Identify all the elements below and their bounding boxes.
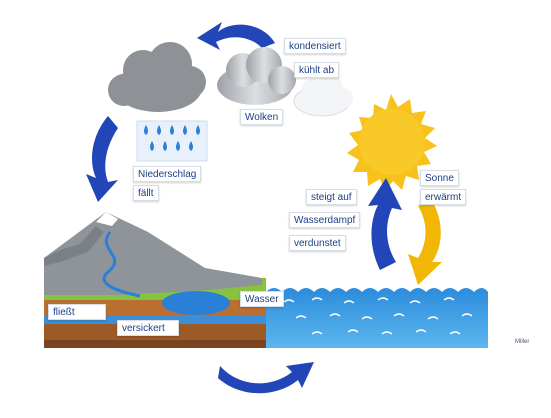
- label-kondensiert: kondensiert: [284, 38, 346, 54]
- label-versickert: versickert: [117, 320, 179, 336]
- label-niederschlag: Niederschlag: [133, 166, 202, 182]
- mountain: [44, 212, 262, 298]
- brand-mark: Miller: [513, 338, 532, 346]
- cloud-white: [293, 75, 353, 117]
- cloud-silver: [217, 47, 296, 105]
- sun: [347, 94, 437, 192]
- rain-drops: [144, 125, 200, 151]
- label-faellt: fällt: [133, 185, 159, 201]
- label-wasserdampf: Wasserdampf: [289, 212, 361, 228]
- lake: [162, 291, 230, 315]
- label-steigt-auf: steigt auf: [306, 189, 357, 205]
- label-kuehlt-ab: kühlt ab: [294, 62, 340, 78]
- label-sonne: Sonne: [420, 170, 459, 186]
- arrow-top: [197, 22, 275, 50]
- label-verdunstet: verdunstet: [289, 235, 346, 251]
- arrow-up: [368, 178, 402, 270]
- label-wolken: Wolken: [240, 109, 284, 125]
- sea: [266, 288, 488, 348]
- arrow-bottom: [218, 362, 314, 394]
- cloud-grey: [108, 42, 206, 112]
- label-erwaermt: erwärmt: [420, 189, 467, 205]
- label-wasser: Wasser: [240, 291, 284, 307]
- label-fliesst: fließt: [48, 304, 106, 320]
- arrow-yellow: [408, 198, 442, 285]
- arrow-left: [86, 116, 118, 202]
